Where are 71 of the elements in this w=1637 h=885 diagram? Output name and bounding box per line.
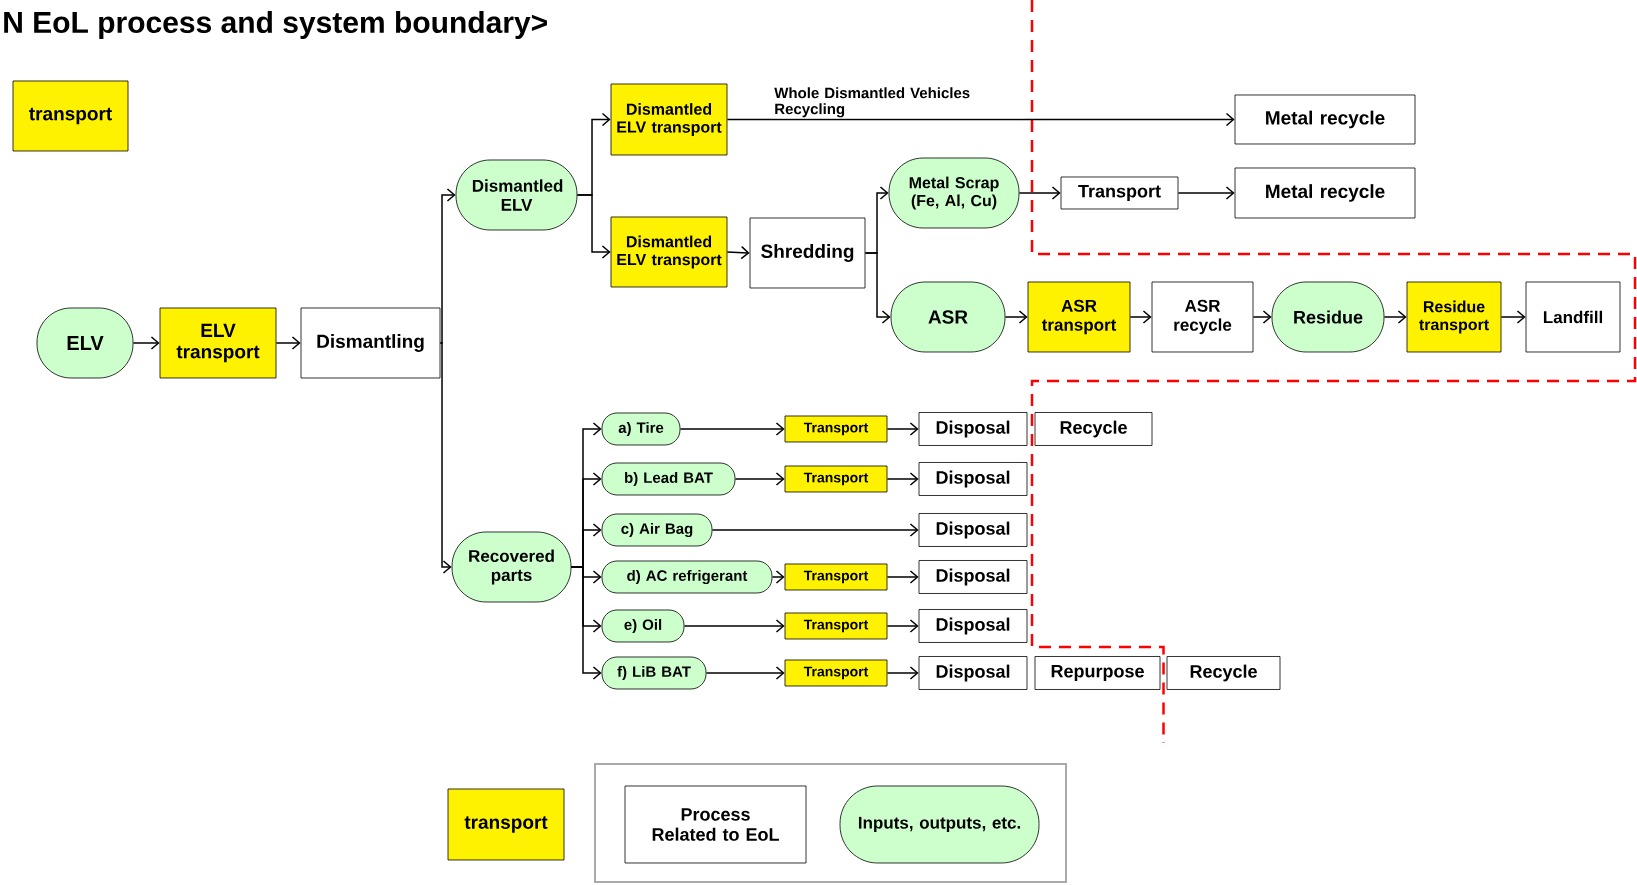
transport-box: Transport (784, 415, 888, 443)
rounded-box: Dismantled ELV (455, 159, 578, 231)
rounded-box: c) Air Bag (601, 513, 713, 547)
arrow (132, 336, 160, 350)
arrow (679, 422, 785, 436)
rounded-box: b) Lead BAT (601, 462, 736, 496)
arrow (439, 188, 456, 344)
process-box: Disposal (918, 412, 1028, 446)
process-box: Disposal (918, 462, 1028, 496)
arrow (1177, 186, 1235, 200)
rounded-box: e) Oil (601, 609, 685, 643)
arrow (864, 252, 891, 324)
arrow (1383, 310, 1407, 324)
arrow (570, 566, 602, 680)
process-box: Transport (1060, 176, 1179, 210)
arrow (1500, 310, 1526, 324)
arrow (275, 336, 301, 350)
transport-box: Transport (784, 465, 888, 493)
rounded-box: f) LiB BAT (601, 656, 707, 690)
arrow (683, 619, 785, 633)
rounded-box: Metal Scrap (Fe, Al, Cu) (888, 157, 1020, 229)
process-box: Landfill (1525, 281, 1621, 353)
process-box: Disposal (918, 560, 1028, 594)
process-box: Disposal (918, 656, 1028, 690)
transport-box: Dismantled ELV transport (610, 83, 728, 156)
arrow (705, 666, 785, 680)
arrow (886, 570, 919, 584)
process-box: Recycle (1166, 656, 1281, 690)
legend-frame (594, 763, 1067, 883)
arrow (726, 112, 1235, 127)
process-box: Disposal (918, 609, 1028, 643)
transport-box: transport (447, 788, 565, 861)
arrow (1004, 310, 1028, 324)
rounded-box: Recovered parts (451, 531, 572, 603)
process-box: Metal recycle (1234, 167, 1416, 219)
arrow (439, 342, 452, 574)
process-box: ASR recycle (1151, 281, 1254, 353)
arrow (886, 472, 919, 486)
arrow (886, 422, 919, 436)
process-box: Repurpose (1034, 656, 1161, 690)
arrow (886, 666, 919, 680)
arrow (1129, 310, 1152, 324)
rounded-box: a) Tire (601, 412, 681, 446)
transport-box: Residue transport (1406, 281, 1502, 353)
arrow (711, 523, 919, 537)
transport-box: Transport (784, 563, 888, 591)
edge-label: Whole Dismantled Vehicles Recycling (773, 86, 1026, 119)
arrow (726, 245, 750, 260)
rounded-box: Residue (1271, 281, 1385, 353)
process-box: Dismantling (300, 307, 441, 379)
transport-box: ELV transport (159, 307, 277, 379)
rounded-box: Inputs, outputs, etc. (839, 785, 1040, 864)
title: N EoL process and system boundary> (4, 11, 547, 39)
transport-box: Transport (784, 659, 888, 687)
transport-box: ASR transport (1027, 281, 1131, 353)
arrow (886, 619, 919, 633)
rounded-box: d) AC refrigerant (601, 560, 773, 594)
arrow (1252, 310, 1272, 324)
transport-box: transport (12, 80, 129, 152)
transport-box: Transport (784, 612, 888, 640)
process-box: Shredding (749, 217, 866, 289)
process-box: Metal recycle (1234, 94, 1416, 145)
process-box: Recycle (1034, 412, 1153, 446)
arrow (576, 194, 611, 259)
arrow (734, 472, 785, 486)
process-box: Disposal (918, 513, 1028, 547)
rounded-box: ASR (890, 281, 1006, 353)
rounded-box: ELV (36, 307, 134, 379)
process-box: Process Related to EoL (624, 785, 807, 864)
transport-box: Dismantled ELV transport (610, 216, 728, 288)
arrow (1018, 186, 1061, 200)
